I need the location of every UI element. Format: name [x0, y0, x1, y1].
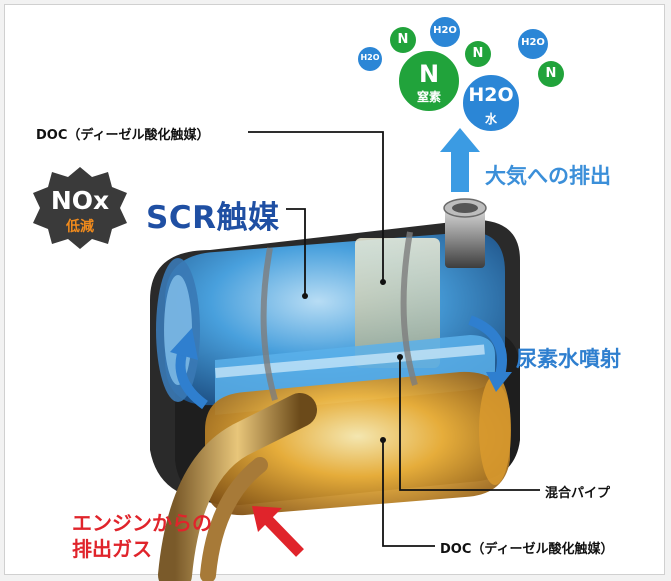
scr-catalyst-label: SCR触媒: [146, 200, 280, 236]
doc-bottom-label: DOC（ディーゼル酸化触媒）: [440, 542, 614, 557]
nitrogen-large-caption: 窒素: [416, 90, 441, 104]
leader-lines: [248, 131, 540, 547]
mixing-pipe-label: 混合パイプ: [545, 486, 611, 501]
doc-top-label: DOC（ディーゼル酸化触媒）: [36, 128, 210, 143]
water-small-2: H2O: [521, 37, 545, 48]
leader-dots: [302, 279, 403, 443]
engine-exhaust-label-line2: 排出ガス: [72, 537, 152, 561]
emission-label: 大気への排出: [485, 164, 611, 188]
water-small-3: H2O: [360, 53, 380, 62]
mounting-straps: [260, 231, 418, 401]
water-large-symbol: H2O: [468, 84, 514, 106]
nox-badge-sub: 低減: [66, 219, 94, 235]
emission-arrow: [440, 128, 480, 192]
urea-injection-label: 尿素水噴射: [516, 347, 621, 371]
water-large-caption: 水: [484, 112, 497, 126]
exhaust-inlet-pipe: [158, 393, 317, 581]
flow-arrow-right: [468, 315, 512, 392]
nitrogen-small-3: N: [545, 66, 557, 81]
nox-badge-shape: [33, 167, 127, 249]
outlet-pipe: [443, 198, 487, 268]
engine-exhaust-label-line1: エンジンからの: [72, 511, 212, 535]
nitrogen-small-2: N: [472, 46, 484, 61]
flow-arrow-left: [170, 328, 209, 410]
nox-badge-main: NOx: [50, 186, 110, 215]
exhaust-arrow: [252, 506, 304, 557]
nitrogen-small-1: N: [397, 32, 409, 47]
nitrogen-large-symbol: N: [418, 60, 440, 88]
molecules-group: [358, 17, 564, 133]
water-small-1: H2O: [433, 25, 457, 36]
